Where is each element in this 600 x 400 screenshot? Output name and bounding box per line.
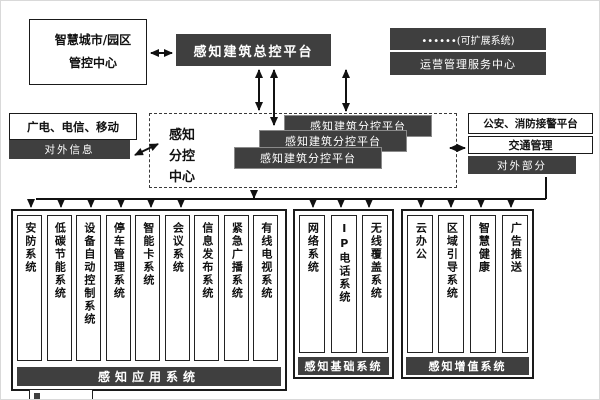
partial-legend-box [29, 389, 93, 399]
system-column: 广告推送 [502, 215, 528, 353]
system-column: 无线覆盖系统 [362, 215, 388, 353]
system-column: IP电话系统 [330, 215, 357, 353]
expandable-system-box: ••••••(可扩展系统) [390, 28, 546, 50]
subcontrol-center-label: 感知分控中心 [169, 128, 196, 185]
sub-platform-box-3: 感知建筑分控平台 [234, 147, 382, 169]
control-center-line1: 智慧城市/园区 [54, 33, 132, 48]
system-column: 区域引导系统 [438, 215, 464, 353]
application-systems-bar: 感知应用系统 [17, 367, 281, 386]
system-column: 有线电视系统 [253, 215, 278, 361]
system-column: 设备自动控制系统 [76, 215, 101, 361]
external-part-box: 对外部分 [468, 156, 576, 174]
operation-service-center-box: 运营管理服务中心 [390, 52, 546, 75]
value-added-systems-bar: 感知增值系统 [406, 357, 529, 375]
police-fire-alarm-box: 公安、消防接警平台 [468, 113, 593, 134]
system-column: 智能卡系统 [135, 215, 160, 361]
basic-systems-bar: 感知基础系统 [298, 357, 389, 375]
system-column: 紧急广播系统 [223, 215, 249, 361]
system-column: 安防系统 [17, 215, 42, 361]
system-column: 智慧健康 [470, 215, 496, 353]
system-column: 低碳节能系统 [46, 215, 72, 361]
control-center-line2: 管控中心 [68, 56, 117, 70]
traffic-management-box: 交通管理 [468, 136, 593, 154]
system-column: 网络系统 [299, 215, 325, 353]
master-control-platform-box: 感知建筑总控平台 [176, 34, 331, 66]
legend-square-icon [34, 393, 40, 399]
system-column: 会议系统 [164, 215, 190, 361]
telecom-operators-box: 广电、电信、移动 [9, 113, 137, 140]
control-center-box: 智慧城市/园区 管控中心 [29, 19, 147, 85]
system-column: 停车管理系统 [105, 215, 131, 361]
system-column: 信息发布系统 [194, 215, 219, 361]
system-column: 云办公 [407, 215, 433, 353]
external-info-box: 对外信息 [9, 140, 130, 159]
bus-drop-arrows [27, 199, 515, 208]
